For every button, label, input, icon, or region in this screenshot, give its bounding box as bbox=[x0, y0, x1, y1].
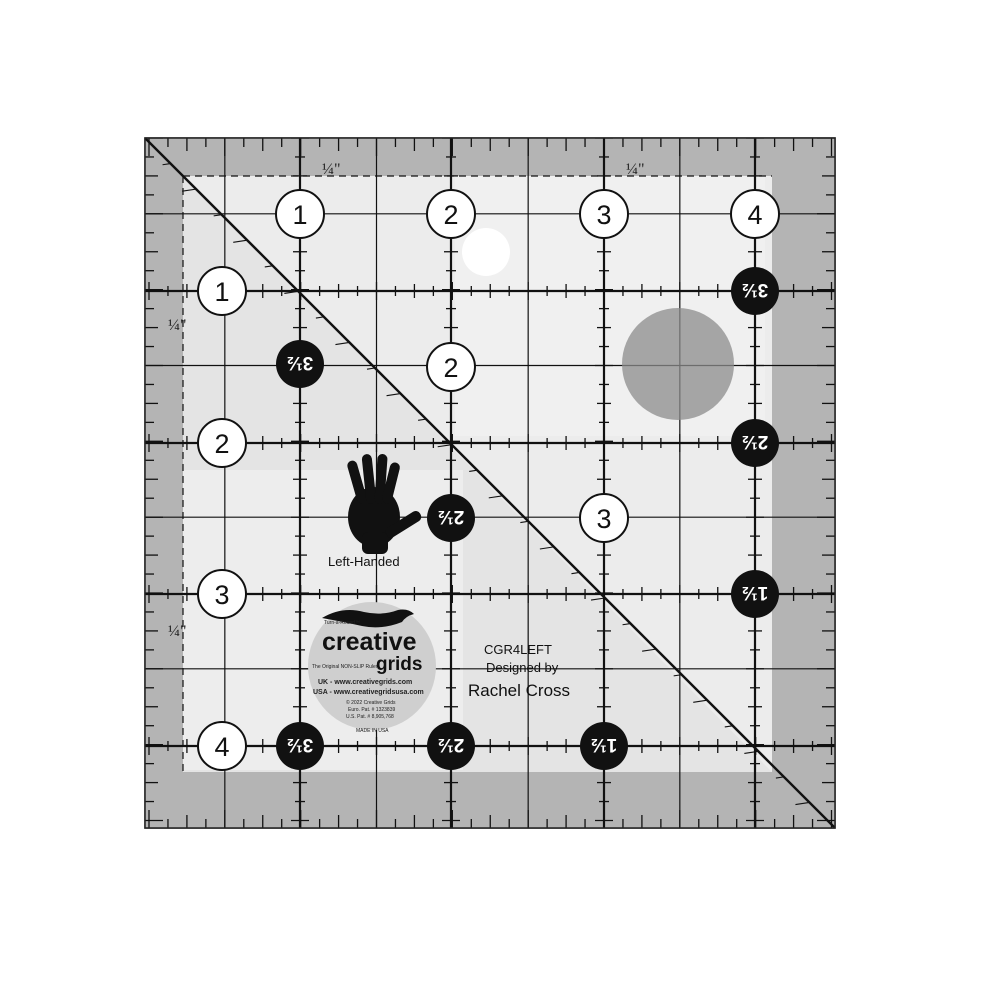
left-number-2: 2 bbox=[197, 418, 247, 468]
model-number: CGR4LEFT bbox=[484, 642, 552, 657]
diagonal-line bbox=[145, 138, 835, 828]
logo-made-in: MADE IN USA bbox=[356, 728, 389, 734]
black-label-2-half-inner: 2½ bbox=[427, 494, 475, 542]
quarter-mark-top-right: ¼" bbox=[626, 161, 645, 178]
svg-text:2½: 2½ bbox=[438, 506, 464, 527]
inner-number-2: 2 bbox=[426, 342, 476, 392]
diagonal-tick bbox=[520, 520, 529, 524]
logo-patent2: U.S. Pat. # 8,905,768 bbox=[346, 714, 394, 720]
svg-text:3½: 3½ bbox=[287, 352, 313, 373]
svg-text:3: 3 bbox=[596, 504, 611, 534]
diagonal-tick bbox=[162, 163, 171, 166]
diagonal-tick bbox=[693, 699, 708, 703]
svg-text:2: 2 bbox=[443, 353, 458, 383]
right-band bbox=[772, 138, 835, 828]
black-label-1-half-bottom: 1½ bbox=[580, 722, 628, 770]
non-slip-dot bbox=[622, 308, 734, 420]
diagonal-tick bbox=[284, 290, 299, 294]
black-label-3-half-right: 3½ bbox=[731, 267, 779, 315]
hand-label: Left-Handed bbox=[328, 554, 400, 569]
diagonal-tick bbox=[744, 750, 759, 754]
black-label-2-half-bottom: 2½ bbox=[427, 722, 475, 770]
designer-name: Rachel Cross bbox=[468, 681, 570, 700]
diagonal-tick bbox=[386, 393, 401, 397]
logo-copyright: © 2022 Creative Grids bbox=[346, 699, 396, 706]
diagonal-tick bbox=[642, 648, 657, 652]
inner-number-3: 3 bbox=[579, 493, 629, 543]
svg-text:2½: 2½ bbox=[438, 734, 464, 755]
logo-brand-grids: grids bbox=[376, 654, 422, 675]
top-number-1: 1 bbox=[275, 189, 325, 239]
logo-uk: UK - www.creativegrids.com bbox=[318, 679, 412, 686]
top-number-2: 2 bbox=[426, 189, 476, 239]
diagonal-tick bbox=[437, 444, 452, 448]
logo-brand: creative bbox=[322, 628, 417, 656]
svg-text:1½: 1½ bbox=[742, 582, 768, 603]
diagonal-tick bbox=[488, 495, 503, 499]
diagonal-tick bbox=[213, 214, 222, 217]
logo-usa: USA - www.creativegridsusa.com bbox=[313, 689, 424, 696]
creative-grids-logo: Turn-a-Round™ creative grids The Origina… bbox=[308, 602, 436, 734]
diagonal-tick bbox=[622, 623, 631, 626]
diagonal-tick bbox=[315, 316, 324, 319]
logo-patent: Euro. Pat. # 1323839 bbox=[348, 707, 395, 713]
quarter-mark-top-left: ¼" bbox=[322, 161, 341, 178]
diagonal-tick bbox=[182, 188, 197, 192]
logo-tagline: The Original NON-SLIP Ruler bbox=[312, 664, 378, 670]
quarter-mark-left-upper: ¼" bbox=[168, 317, 187, 334]
svg-text:1: 1 bbox=[214, 277, 229, 307]
svg-text:3: 3 bbox=[214, 580, 229, 610]
diagonal-tick bbox=[775, 776, 784, 779]
left-number-3: 3 bbox=[197, 569, 247, 619]
diagonal-tick bbox=[335, 341, 350, 346]
black-label-3-half-inner: 3½ bbox=[276, 340, 324, 388]
quarter-mark-left-lower: ¼" bbox=[168, 623, 187, 640]
svg-text:4: 4 bbox=[214, 732, 229, 762]
svg-text:1: 1 bbox=[292, 200, 307, 230]
svg-text:2: 2 bbox=[214, 429, 229, 459]
svg-text:3½: 3½ bbox=[742, 279, 768, 300]
diagonal-tick bbox=[264, 265, 273, 268]
black-label-2-half-right: 2½ bbox=[731, 419, 779, 467]
diagonal-tick bbox=[418, 418, 427, 421]
top-number-3: 3 bbox=[579, 189, 629, 239]
left-number-4: 4 bbox=[197, 721, 247, 771]
designed-by-label: Designed by bbox=[486, 660, 559, 675]
diagonal-tick bbox=[673, 674, 682, 677]
diagonal-tick bbox=[233, 239, 248, 243]
svg-text:2: 2 bbox=[443, 200, 458, 230]
diagonal-tick bbox=[571, 571, 580, 575]
hanging-hole bbox=[462, 228, 510, 276]
left-number-1: 1 bbox=[197, 266, 247, 316]
top-number-4: 4 bbox=[730, 189, 780, 239]
svg-text:2½: 2½ bbox=[742, 431, 768, 452]
diagonal-tick bbox=[724, 725, 733, 728]
left-band bbox=[145, 138, 183, 828]
black-label-1-half-right: 1½ bbox=[731, 570, 779, 618]
svg-text:1½: 1½ bbox=[591, 734, 617, 755]
diagonal-tick bbox=[469, 469, 478, 472]
svg-text:3: 3 bbox=[596, 200, 611, 230]
diagonal-tick bbox=[366, 367, 376, 370]
logo-tagline-top: Turn-a-Round™ bbox=[324, 620, 360, 626]
svg-text:4: 4 bbox=[747, 200, 762, 230]
diagonal-tick bbox=[590, 597, 606, 601]
black-label-3-half-bottom: 3½ bbox=[276, 722, 324, 770]
diagonal-tick bbox=[539, 546, 554, 550]
diagonal-tick bbox=[795, 801, 810, 806]
svg-text:3½: 3½ bbox=[287, 734, 313, 755]
left-hand-icon bbox=[347, 454, 422, 554]
